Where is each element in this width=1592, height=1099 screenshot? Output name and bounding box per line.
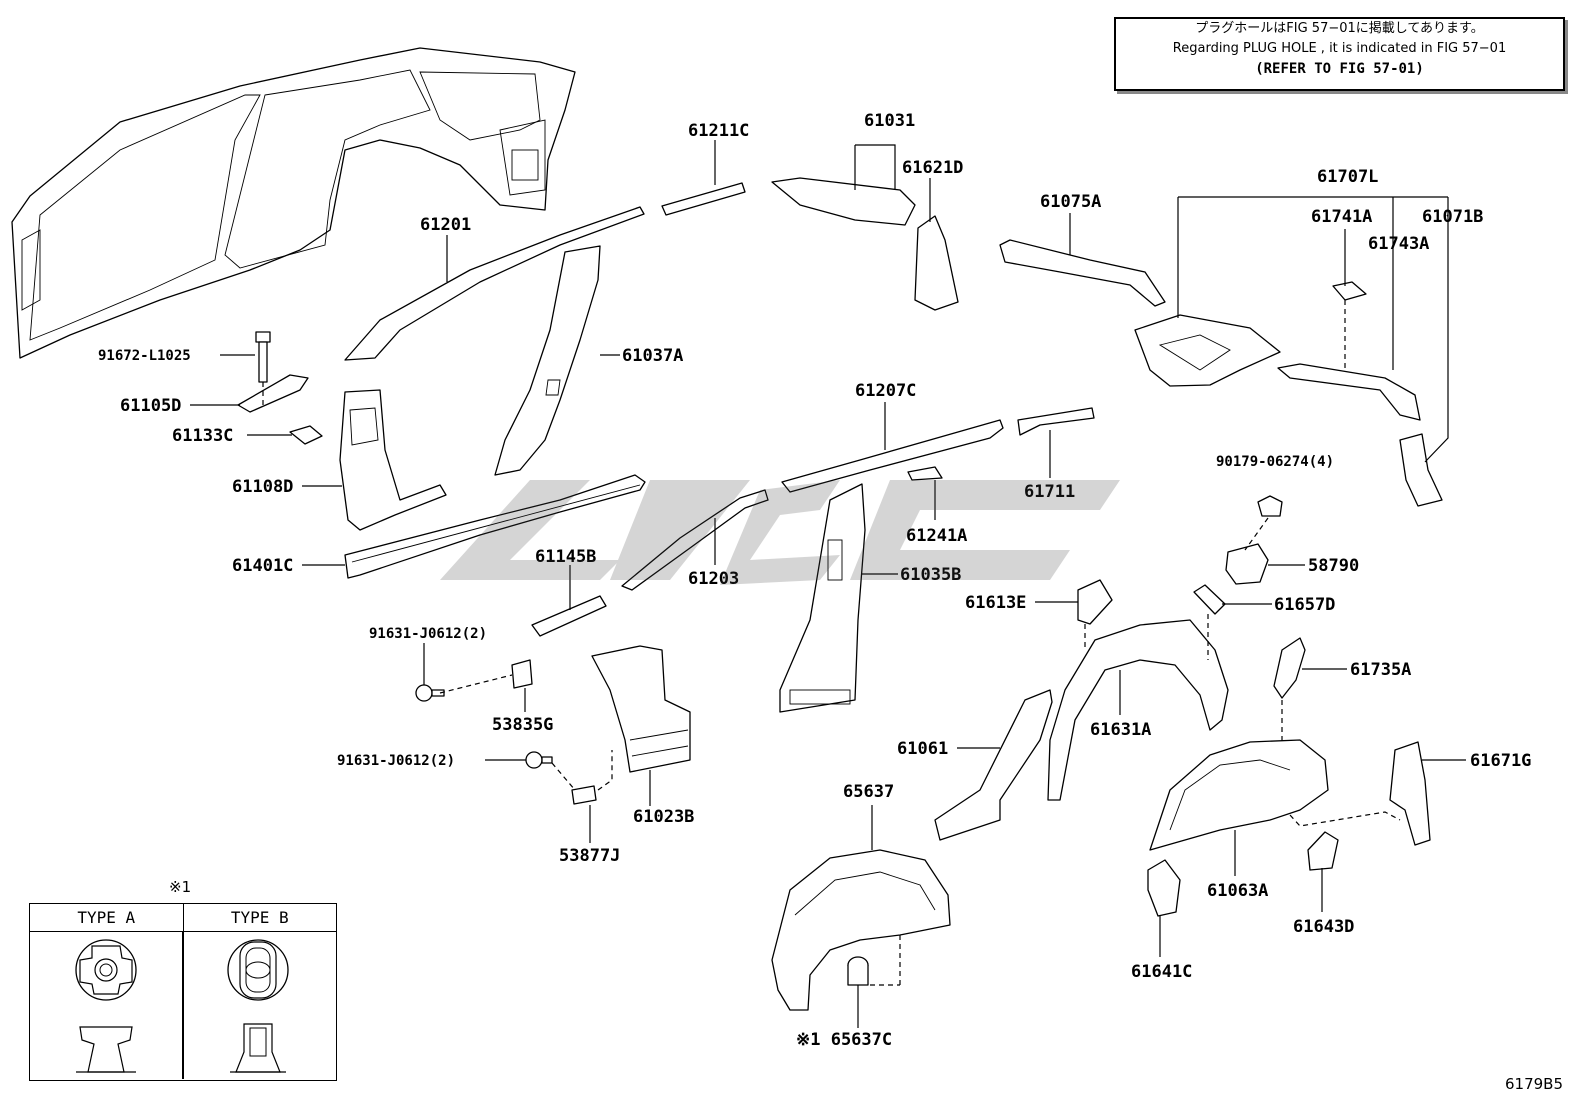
part-61145B xyxy=(531,595,607,637)
part-61643D xyxy=(1307,831,1339,871)
label-61023B: 61023B xyxy=(633,807,694,827)
part-61401C xyxy=(344,474,646,579)
part-61741A xyxy=(1332,281,1367,301)
label-61133C: 61133C xyxy=(172,426,233,446)
dashed-assembly-lines xyxy=(262,300,1401,986)
label-61031: 61031 xyxy=(864,111,915,131)
label-61741A: 61741A xyxy=(1311,207,1372,227)
part-61631A xyxy=(1047,619,1229,801)
part-91672-L1025 xyxy=(255,331,271,383)
part-61613E xyxy=(1077,579,1113,625)
clip-type-a-icon xyxy=(75,939,137,1073)
reference-notice: プラグホールはFIG 57−01に掲載してあります。 Regarding PLU… xyxy=(1114,17,1565,91)
label-65637: 65637 xyxy=(843,782,894,802)
part-61211C xyxy=(661,182,746,216)
part-61133C xyxy=(289,425,323,445)
label-61108D: 61108D xyxy=(232,477,293,497)
label-61743A: 61743A xyxy=(1368,234,1429,254)
part-61037A xyxy=(494,245,601,476)
label-90179-06274: 90179-06274(4) xyxy=(1216,454,1334,470)
label-53877J: 53877J xyxy=(559,846,620,866)
part-61203 xyxy=(621,489,769,591)
watermark-logo xyxy=(440,480,1120,585)
label-61035B: 61035B xyxy=(900,565,961,585)
label-61735A: 61735A xyxy=(1350,660,1411,680)
label-61061: 61061 xyxy=(897,739,948,759)
part-61071B xyxy=(1399,433,1443,507)
legend-type-b: TYPE B xyxy=(230,908,289,927)
label-61071B: 61071B xyxy=(1422,207,1483,227)
label-61063A: 61063A xyxy=(1207,881,1268,901)
label-61641C: 61641C xyxy=(1131,962,1192,982)
label-61241A: 61241A xyxy=(906,526,967,546)
part-91631-J0612-b xyxy=(525,751,553,769)
label-61711: 61711 xyxy=(1024,482,1075,502)
part-61743A xyxy=(1277,363,1421,421)
leader-lines xyxy=(190,140,1466,1028)
label-53835G: 53835G xyxy=(492,715,553,735)
label-61707L: 61707L xyxy=(1317,167,1378,187)
label-58790: 58790 xyxy=(1308,556,1359,576)
legend-body xyxy=(30,932,336,1079)
side-outer-panel xyxy=(11,47,576,359)
label-65637C: ※1 65637C xyxy=(796,1030,892,1050)
notice-reference: (REFER TO FIG 57-01) xyxy=(1255,61,1424,77)
clip-type-legend: TYPE A TYPE B xyxy=(29,903,337,1081)
label-91631-J0612-b: 91631-J0612(2) xyxy=(337,753,455,769)
part-61657D xyxy=(1193,584,1226,615)
part-61063A xyxy=(1149,739,1329,851)
part-61061 xyxy=(934,689,1053,841)
part-90179-06274 xyxy=(1257,495,1283,517)
part-labels: 61211C 61031 61621D 61201 61075A 61707L … xyxy=(98,111,1531,1050)
part-58790 xyxy=(1225,543,1269,585)
part-61035B xyxy=(779,483,866,713)
label-61203: 61203 xyxy=(688,569,739,589)
part-91631-J0612-a xyxy=(415,684,445,702)
label-91631-J0612-a: 91631-J0612(2) xyxy=(369,626,487,642)
part-53877J xyxy=(571,785,597,805)
part-61023B xyxy=(591,645,691,773)
label-61105D: 61105D xyxy=(120,396,181,416)
part-61108D xyxy=(339,389,447,531)
part-61207C xyxy=(781,419,1004,493)
legend-header: TYPE A TYPE B xyxy=(30,904,336,932)
label-61211C: 61211C xyxy=(688,121,749,141)
part-61031 xyxy=(771,177,916,226)
label-91672-L1025: 91672-L1025 xyxy=(98,348,191,364)
label-61621D: 61621D xyxy=(902,158,963,178)
part-61201 xyxy=(344,206,645,361)
notice-japanese: プラグホールはFIG 57−01に掲載してあります。 xyxy=(1195,21,1484,36)
label-61631A: 61631A xyxy=(1090,720,1151,740)
part-61075A xyxy=(999,239,1166,307)
label-61075A: 61075A xyxy=(1040,192,1101,212)
part-65637C xyxy=(847,956,869,986)
part-65637 xyxy=(771,849,951,1011)
part-61641C xyxy=(1147,859,1181,917)
part-61707L xyxy=(1134,314,1281,387)
label-61643D: 61643D xyxy=(1293,917,1354,937)
label-61401C: 61401C xyxy=(232,556,293,576)
part-61105D xyxy=(237,374,309,413)
label-61207C: 61207C xyxy=(855,381,916,401)
clip-type-b-icon xyxy=(227,939,289,1073)
part-53835G xyxy=(511,659,533,689)
part-61241A xyxy=(907,466,943,481)
label-61037A: 61037A xyxy=(622,346,683,366)
notice-english: Regarding PLUG HOLE , it is indicated in… xyxy=(1172,41,1507,56)
label-61671G: 61671G xyxy=(1470,751,1531,771)
legend-type-a: TYPE A xyxy=(30,904,184,931)
label-61657D: 61657D xyxy=(1274,595,1335,615)
part-61621D xyxy=(914,215,959,311)
part-61671G xyxy=(1389,741,1431,846)
figure-code: 6179B5 xyxy=(1505,1075,1564,1093)
part-61735A xyxy=(1273,637,1306,699)
legend-mark: ※1 xyxy=(169,878,192,896)
part-61711 xyxy=(1017,407,1095,436)
clip-drawings xyxy=(75,939,289,1073)
label-61613E: 61613E xyxy=(965,593,1026,613)
label-61145B: 61145B xyxy=(535,547,596,567)
label-61201: 61201 xyxy=(420,215,471,235)
